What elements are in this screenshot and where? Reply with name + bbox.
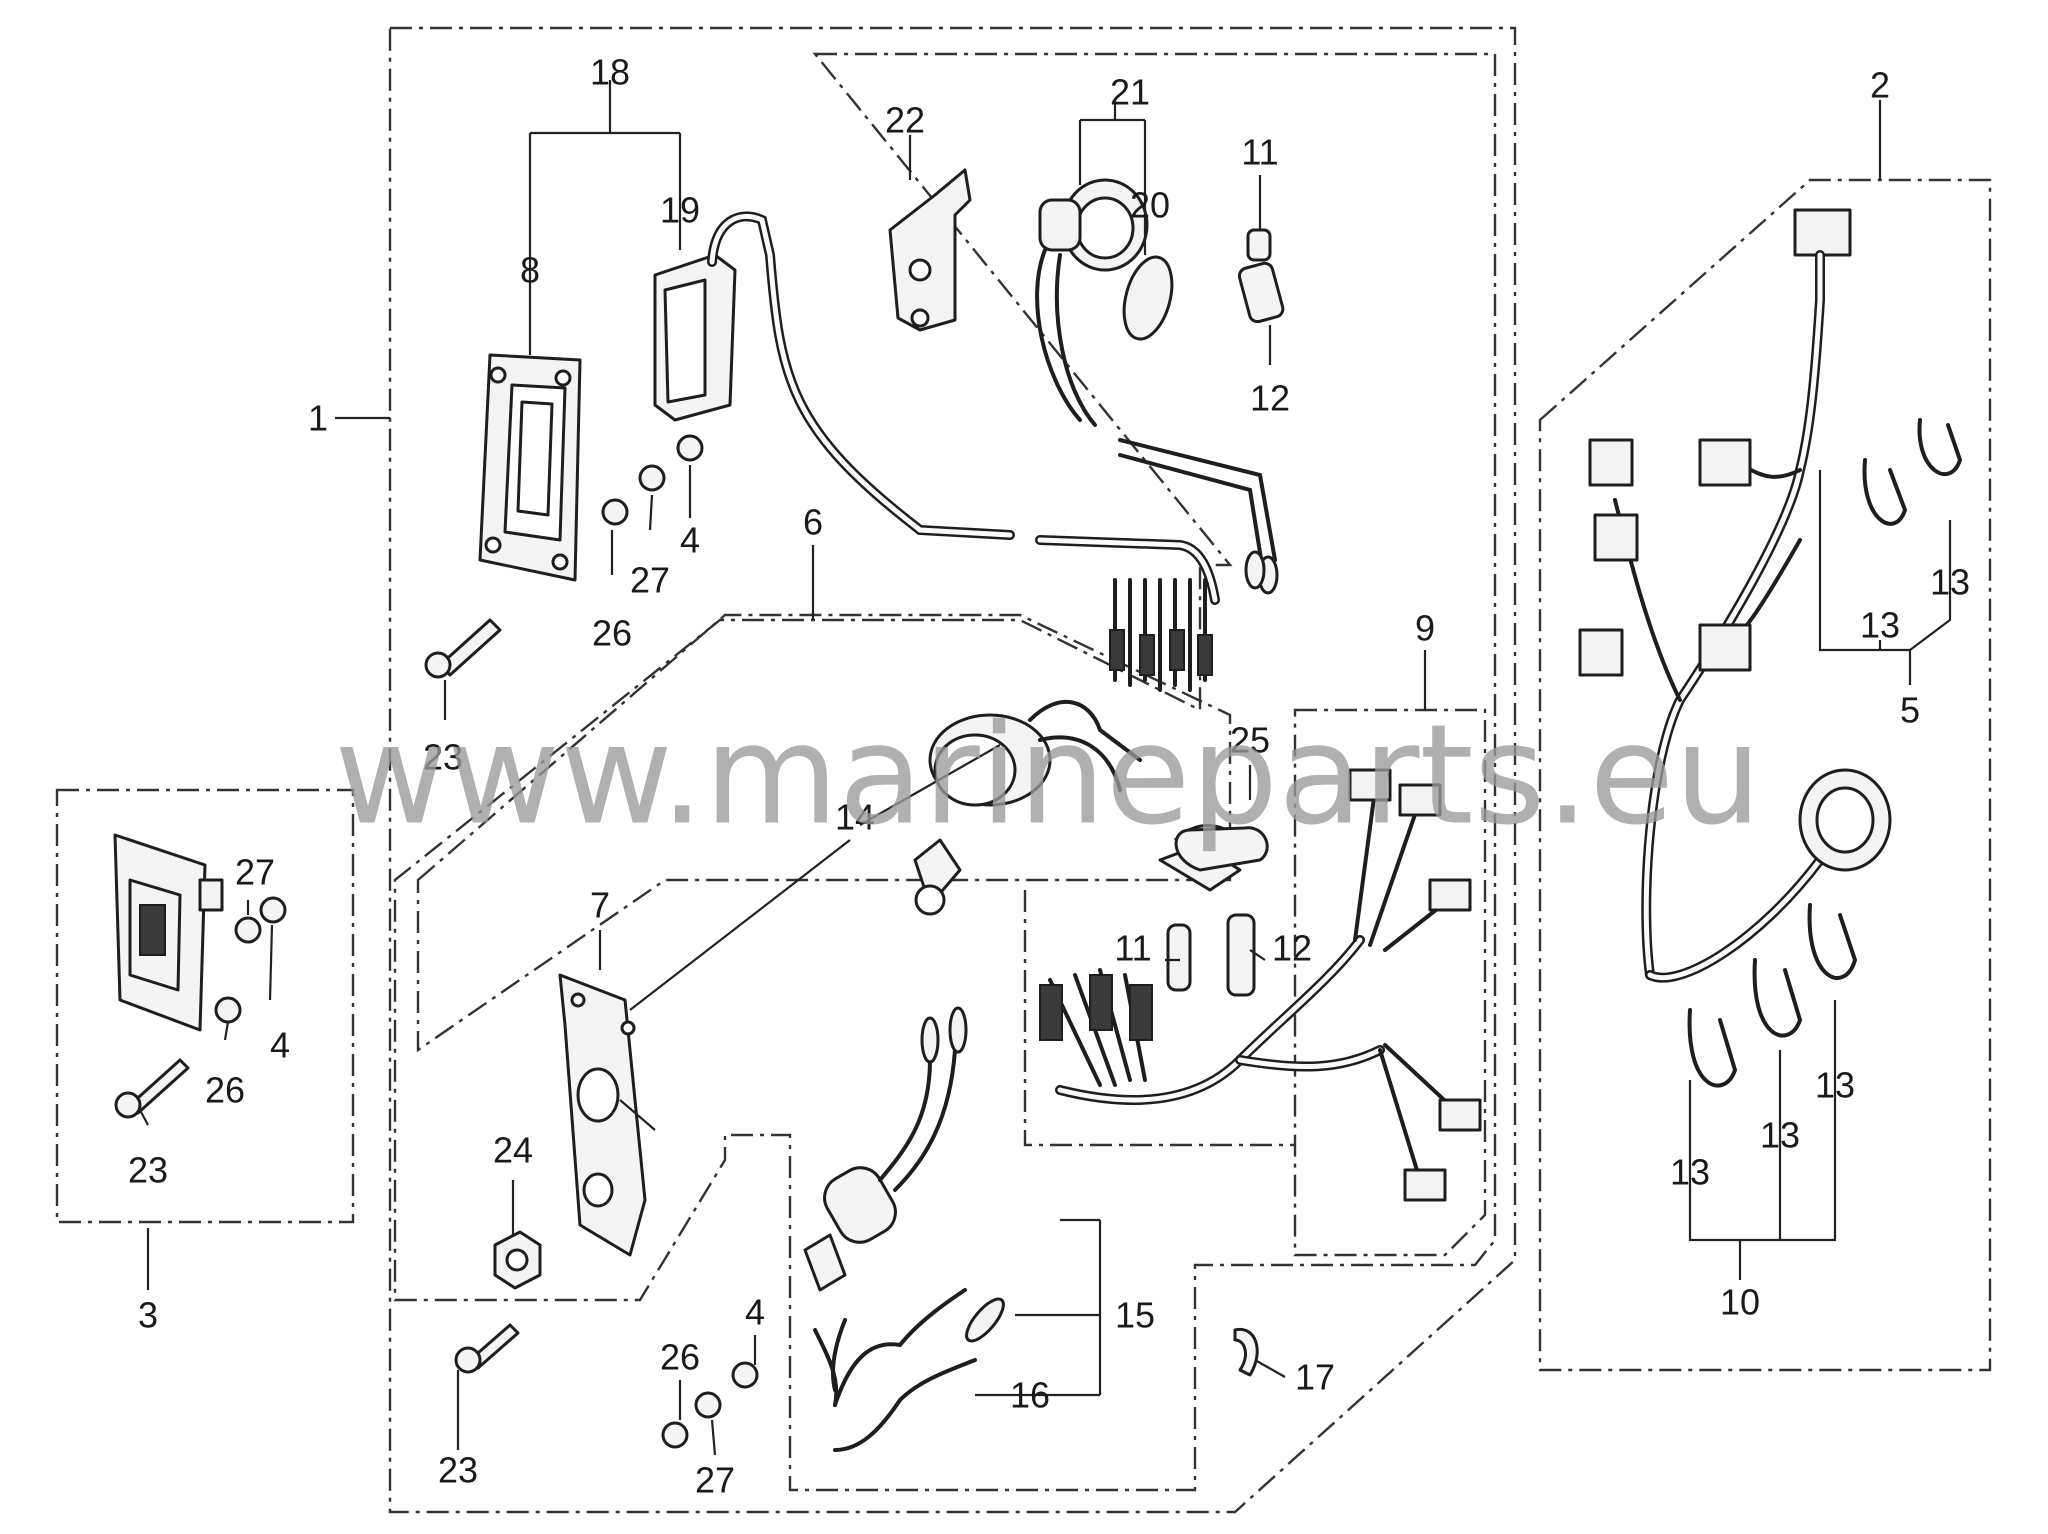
group-frames bbox=[55, 26, 1992, 1514]
callout-27: 27 bbox=[630, 560, 670, 601]
fastener-11-12-lower bbox=[1166, 913, 1256, 997]
screw-23-lower bbox=[454, 1323, 520, 1374]
frame-harness-sub bbox=[1023, 890, 1295, 1147]
switch-panel-3 bbox=[113, 833, 287, 1119]
callout-19: 19 bbox=[660, 190, 700, 231]
callout-13: 13 bbox=[1815, 1065, 1855, 1106]
plate-8 bbox=[478, 353, 582, 582]
callout-1: 1 bbox=[308, 398, 328, 439]
callout-27: 27 bbox=[695, 1460, 735, 1501]
callout-24: 24 bbox=[493, 1130, 533, 1171]
callout-26: 26 bbox=[205, 1070, 245, 1111]
group-parts bbox=[113, 168, 1963, 1452]
stop-switch-15 bbox=[803, 1006, 968, 1292]
watermark-text: www.marineparts.eu bbox=[334, 695, 1761, 856]
callout-22: 22 bbox=[885, 100, 925, 141]
callout-8: 8 bbox=[520, 250, 540, 291]
callout-11: 11 bbox=[1114, 928, 1151, 969]
callout-7: 7 bbox=[590, 885, 610, 926]
clamp-25 bbox=[1174, 826, 1269, 872]
callout-13: 13 bbox=[1760, 1115, 1800, 1156]
callout-21: 21 bbox=[1110, 72, 1150, 113]
harness-9 bbox=[1039, 768, 1482, 1202]
callout-17: 17 bbox=[1295, 1357, 1335, 1398]
switch-19 bbox=[653, 211, 1220, 692]
clip-17 bbox=[1233, 1327, 1259, 1377]
cap-20 bbox=[1122, 255, 1174, 341]
callout-13: 13 bbox=[1930, 562, 1970, 603]
harness-2 bbox=[1578, 208, 1892, 983]
frame-harness-2 bbox=[1538, 178, 1992, 1372]
callout-3: 3 bbox=[138, 1295, 158, 1336]
bracket-22 bbox=[888, 168, 972, 332]
frame-harness-9 bbox=[1293, 708, 1487, 1257]
callout-4: 4 bbox=[270, 1025, 290, 1066]
callout-5: 5 bbox=[1900, 690, 1920, 731]
callout-10: 10 bbox=[1720, 1282, 1760, 1323]
callout-2: 2 bbox=[1870, 65, 1890, 106]
callout-20: 20 bbox=[1130, 185, 1170, 226]
callout-18: 18 bbox=[590, 52, 630, 93]
callout-23: 23 bbox=[128, 1150, 168, 1191]
clips-13 bbox=[1687, 418, 1963, 1088]
callout-23: 23 bbox=[423, 737, 463, 778]
callout-23: 23 bbox=[438, 1450, 478, 1491]
hardware-lower bbox=[661, 1361, 759, 1449]
callout-4: 4 bbox=[680, 520, 700, 561]
group-callouts: 1 2 3 4 4 4 5 6 7 8 9 10 11 11 12 12 13 … bbox=[128, 52, 1970, 1501]
callout-25: 25 bbox=[1230, 720, 1270, 761]
switch-21 bbox=[1035, 178, 1279, 595]
callout-15: 15 bbox=[1115, 1295, 1155, 1336]
callout-16: 16 bbox=[1010, 1375, 1050, 1416]
callout-6: 6 bbox=[803, 502, 823, 543]
callout-11: 11 bbox=[1241, 132, 1278, 173]
callout-27: 27 bbox=[235, 852, 275, 893]
callout-13: 13 bbox=[1860, 605, 1900, 646]
frame-switch-panel bbox=[55, 788, 355, 1224]
fastener-11-12-upper bbox=[1237, 228, 1285, 324]
frame-ignition-kit bbox=[393, 52, 1497, 1492]
nut-24 bbox=[493, 1230, 542, 1290]
hardware-upper bbox=[424, 434, 704, 679]
callout-9: 9 bbox=[1415, 608, 1435, 649]
callout-12: 12 bbox=[1250, 378, 1290, 419]
callout-26: 26 bbox=[660, 1337, 700, 1378]
group-leaders bbox=[139, 80, 1952, 1456]
frame-main bbox=[388, 26, 1517, 1514]
frame-key-switch bbox=[416, 613, 1232, 1053]
callout-13: 13 bbox=[1670, 1152, 1710, 1193]
callout-12: 12 bbox=[1272, 928, 1312, 969]
plate-7 bbox=[558, 973, 647, 1257]
callout-14: 14 bbox=[835, 797, 875, 838]
callout-26: 26 bbox=[592, 613, 632, 654]
callout-4: 4 bbox=[745, 1292, 765, 1333]
lanyard-16 bbox=[813, 1288, 1005, 1452]
